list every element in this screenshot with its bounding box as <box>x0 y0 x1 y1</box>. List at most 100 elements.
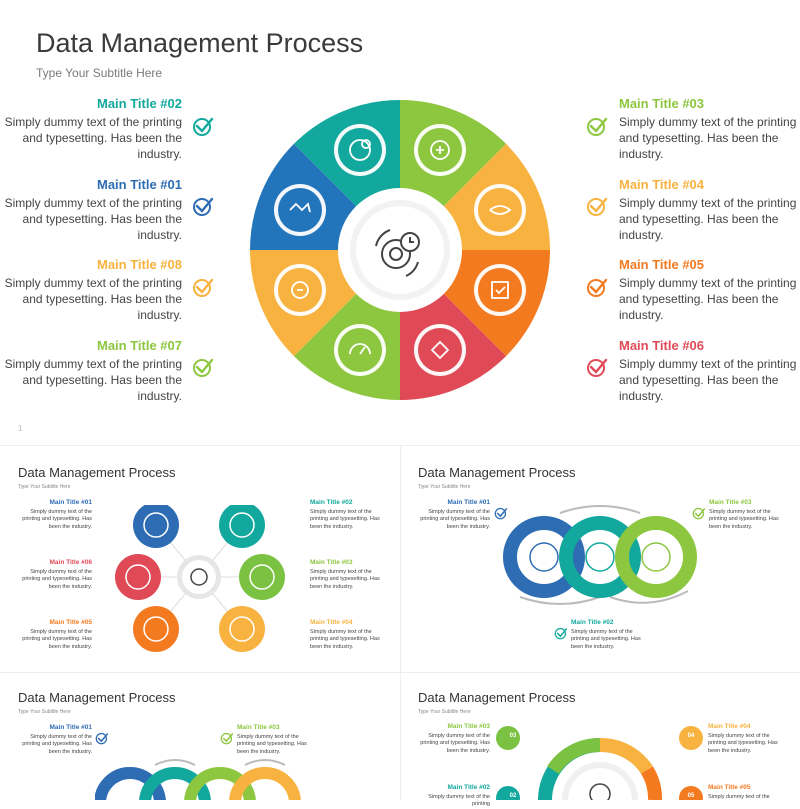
item-desc: Simply dummy text of the printing and ty… <box>237 733 307 755</box>
item-desc: Simply dummy text of the printing and ty… <box>571 628 641 650</box>
thumb4-item-01: Main Title #01 Simply dummy text of the … <box>12 724 92 756</box>
item-main-title-08: Main Title #08 Simply dummy text of the … <box>2 257 182 323</box>
divider <box>400 446 401 800</box>
item-desc: Simply dummy text of the printing and ty… <box>4 276 182 322</box>
item-title: Main Title #05 <box>708 784 751 791</box>
item-title: Main Title #01 <box>447 499 490 506</box>
item-desc: Simply dummy text of the printing and ty… <box>709 508 779 530</box>
item-desc: Simply dummy text of the printing and ty… <box>619 357 797 403</box>
item-desc: Simply dummy text of the printing and ty… <box>619 115 797 161</box>
puzzle-wheel-diagram <box>250 100 550 400</box>
thumb2-item-01: Main Title #01 Simply dummy text of the … <box>12 499 92 531</box>
item-title: Main Title #05 <box>619 257 705 272</box>
check-circle-icon <box>692 507 706 520</box>
item-desc: Simply dummy text of the printing and ty… <box>22 628 92 650</box>
check-circle-icon <box>554 627 568 640</box>
thumb4-rings-diagram <box>95 759 301 800</box>
item-title: Main Title #01 <box>49 724 92 731</box>
item-title: Main Title #08 <box>96 257 182 272</box>
thumb3-item-03: Main Title #03 Simply dummy text of the … <box>709 499 789 531</box>
item-main-title-04: Main Title #04 Simply dummy text of the … <box>619 177 799 243</box>
item-title: Main Title #05 <box>49 619 92 626</box>
item-title: Main Title #03 <box>447 723 490 730</box>
item-title: Main Title #03 <box>310 559 353 566</box>
slide-title: Data Management Process <box>36 28 364 58</box>
item-title: Main Title #03 <box>709 499 752 506</box>
thumb3-item-01: Main Title #01 Simply dummy text of the … <box>410 499 490 531</box>
badge-02: 02 <box>509 793 517 799</box>
item-desc: Simply dummy text of the printing and ty… <box>708 732 778 754</box>
check-circle-icon <box>587 197 608 216</box>
item-desc: Simply dummy text of the <box>708 793 770 800</box>
thumb5-item-03: Main Title #03 Simply dummy text of the … <box>410 723 490 755</box>
thumb4-item-03: Main Title #03 Simply dummy text of the … <box>237 724 317 756</box>
item-main-title-03: Main Title #03 Simply dummy text of the … <box>619 96 799 162</box>
item-desc: Simply dummy text of the printing and ty… <box>22 733 92 755</box>
check-circle-icon <box>220 732 234 745</box>
item-title: Main Title #02 <box>96 96 182 111</box>
item-main-title-07: Main Title #07 Simply dummy text of the … <box>2 338 182 404</box>
thumb2-item-03: Main Title #03 Simply dummy text of the … <box>310 559 390 591</box>
thumb3-subtitle: Type Your Subtitle Here <box>418 484 471 490</box>
check-circle-icon <box>95 732 109 745</box>
thumb2-subtitle: Type Your Subtitle Here <box>18 484 71 490</box>
item-title: Main Title #07 <box>96 338 182 353</box>
item-desc: Simply dummy text of the printing and ty… <box>310 508 380 530</box>
item-desc: Simply dummy text of the printing and ty… <box>310 628 380 650</box>
thumb3-title: Data Management Process <box>418 465 576 480</box>
thumb5-item-05: Main Title #05 Simply dummy text of the <box>708 784 788 801</box>
item-title: Main Title #02 <box>310 499 353 506</box>
badge-04: 04 <box>687 733 695 739</box>
item-desc: Simply dummy text of the printing and ty… <box>420 732 490 754</box>
thumb5-item-02: Main Title #02 Simply dummy text of the … <box>410 784 490 809</box>
item-title: Main Title #01 <box>96 177 182 192</box>
item-main-title-01: Main Title #01 Simply dummy text of the … <box>2 177 182 243</box>
check-circle-icon <box>494 507 508 520</box>
thumb3-item-02: Main Title #02 Simply dummy text of the … <box>571 619 651 651</box>
thumb5-subtitle: Type Your Subtitle Here <box>418 709 471 715</box>
item-title: Main Title #02 <box>447 784 490 791</box>
check-circle-icon <box>587 358 608 377</box>
item-main-title-06: Main Title #06 Simply dummy text of the … <box>619 338 799 404</box>
item-desc: Simply dummy text of the printing and ty… <box>420 508 490 530</box>
item-title: Main Title #04 <box>708 723 751 730</box>
item-main-title-02: Main Title #02 Simply dummy text of the … <box>2 96 182 162</box>
item-title: Main Title #06 <box>49 559 92 566</box>
thumb5-item-04: Main Title #04 Simply dummy text of the … <box>708 723 788 755</box>
thumb2-title: Data Management Process <box>18 465 176 480</box>
thumb4-subtitle: Type Your Subtitle Here <box>18 709 71 715</box>
check-circle-icon <box>193 197 214 216</box>
thumb2-item-02: Main Title #02 Simply dummy text of the … <box>310 499 390 531</box>
check-circle-icon <box>193 358 214 377</box>
item-title: Main Title #04 <box>310 619 353 626</box>
item-desc: Simply dummy text of the printing and ty… <box>4 115 182 161</box>
slide-number: 1 <box>18 424 23 433</box>
thumb2-hub-diagram <box>115 505 285 652</box>
item-title: Main Title #04 <box>619 177 705 192</box>
thumb2-item-04: Main Title #04 Simply dummy text of the … <box>310 619 390 651</box>
item-title: Main Title #06 <box>619 338 705 353</box>
item-title: Main Title #03 <box>619 96 705 111</box>
item-title: Main Title #03 <box>237 724 280 731</box>
check-circle-icon <box>587 278 608 297</box>
item-desc: Simply dummy text of the printing and ty… <box>619 196 797 242</box>
item-main-title-05: Main Title #05 Simply dummy text of the … <box>619 257 799 323</box>
item-desc: Simply dummy text of the printing and ty… <box>22 508 92 530</box>
check-circle-icon <box>193 278 214 297</box>
item-desc: Simply dummy text of the printing and ty… <box>22 568 92 590</box>
item-desc: Simply dummy text of the printing and ty… <box>619 276 797 322</box>
item-desc: Simply dummy text of the printing and ty… <box>310 568 380 590</box>
item-title: Main Title #01 <box>49 499 92 506</box>
thumb5-arc-diagram <box>496 726 703 800</box>
item-title: Main Title #02 <box>571 619 614 626</box>
thumb2-item-05: Main Title #05 Simply dummy text of the … <box>12 619 92 651</box>
badge-05: 05 <box>687 793 695 799</box>
divider <box>0 445 800 446</box>
thumb2-item-06: Main Title #06 Simply dummy text of the … <box>12 559 92 591</box>
item-desc: Simply dummy text of the printing and ty… <box>4 196 182 242</box>
badge-03: 03 <box>509 733 517 739</box>
thumb3-rings-diagram <box>503 505 697 605</box>
item-desc: Simply dummy text of the printing and ty… <box>4 357 182 403</box>
check-circle-icon <box>587 117 608 136</box>
thumb5-title: Data Management Process <box>418 690 576 705</box>
